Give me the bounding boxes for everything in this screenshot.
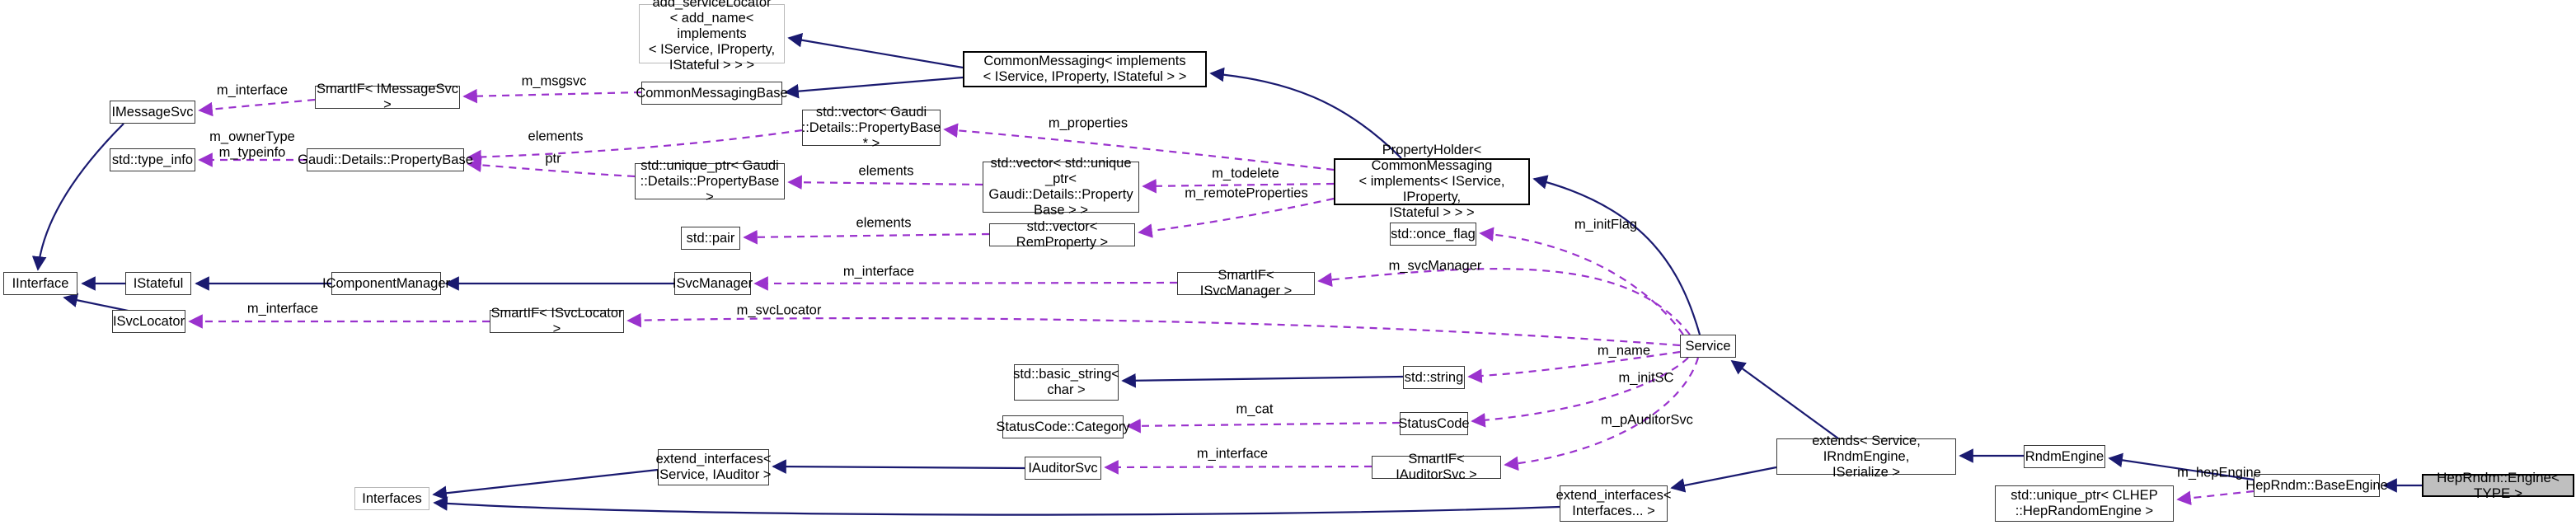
usage-edge-service-to-once_flag bbox=[1479, 227, 1684, 335]
usage-edge-property_holder-to-vec_remproperty bbox=[1138, 197, 1335, 238]
edge-label-m_msgsvc: m_msgsvc bbox=[521, 73, 587, 89]
usage-edge-service-to-smartif_iauditorsvc bbox=[1504, 357, 1700, 471]
node-smartif_isvclocator[interactable]: SmartIF< ISvcLocator > bbox=[490, 306, 624, 336]
edge-label-m_hepEngine: m_hepEngine bbox=[2177, 465, 2261, 480]
usage-edge-statuscode-to-statuscode_category bbox=[1126, 419, 1401, 434]
node-rndmengine[interactable]: RndmEngine bbox=[2024, 445, 2105, 468]
inheritance-edge-property_holder-to-common_messaging_impl bbox=[1209, 67, 1402, 159]
node-hep_baseengine[interactable]: HepRndm::BaseEngine bbox=[2245, 474, 2388, 497]
edge-label-m_pAuditorSvc: m_pAuditorSvc bbox=[1601, 412, 1693, 428]
node-smartif_imessagesvc[interactable]: SmartIF< IMessageSvc > bbox=[315, 82, 460, 112]
node-extend_interfaces_variadic[interactable]: extend_interfaces< Interfaces... > bbox=[1556, 485, 1671, 522]
node-hep_engine[interactable]: HepRndm::Engine< TYPE > bbox=[2422, 470, 2574, 501]
edge-label-m_name: m_name bbox=[1597, 343, 1651, 359]
node-std_string[interactable]: std::string bbox=[1403, 366, 1465, 389]
edge-label-m_todelete: m_todelete bbox=[1212, 166, 1279, 181]
edge-label-m_svcManager: m_svcManager bbox=[1388, 258, 1482, 274]
usage-edge-service-to-smartif_isvclocator bbox=[626, 312, 1681, 347]
edge-label-m_initSC: m_initSC bbox=[1618, 370, 1674, 386]
edge-label-m_initFlag: m_initFlag bbox=[1574, 217, 1638, 232]
node-imessagesvc[interactable]: IMessageSvc bbox=[110, 101, 195, 124]
node-vec_propertybase_ptr[interactable]: std::vector< Gaudi ::Details::PropertyBa… bbox=[801, 104, 941, 151]
inheritance-edge-std_string-to-basic_string bbox=[1121, 373, 1404, 388]
node-statuscode_category[interactable]: StatusCode::Category bbox=[996, 415, 1130, 438]
inheritance-edge-isvclocator-to-iinterface bbox=[63, 293, 133, 313]
node-type_info[interactable]: std::type_info bbox=[110, 148, 195, 171]
usage-edge-service-to-smartif_isvcmanager bbox=[1317, 268, 1691, 335]
usage-edge-smartif_isvcmanager-to-isvcmanager bbox=[753, 276, 1178, 291]
usage-edge-vec_remproperty-to-std_pair bbox=[743, 229, 990, 245]
edge-label-ptr: ptr bbox=[545, 151, 561, 166]
node-smartif_isvcmanager[interactable]: SmartIF< ISvcManager > bbox=[1177, 268, 1315, 298]
inheritance-edge-extend_interfaces_variadic-to-interfaces bbox=[433, 496, 1560, 516]
edge-label-m_interface: m_interface bbox=[842, 264, 915, 279]
node-once_flag[interactable]: std::once_flag bbox=[1390, 223, 1476, 246]
usage-edge-unique_ptr_propertybase-to-propertybase bbox=[467, 157, 636, 178]
usage-edge-common_messaging_base-to-smartif_imessagesvc bbox=[462, 88, 642, 104]
inheritance-edge-service-to-property_holder bbox=[1532, 175, 1701, 335]
node-iauditorsvc[interactable]: IAuditorSvc bbox=[1025, 457, 1101, 480]
usage-edge-service-to-std_string bbox=[1467, 350, 1681, 383]
node-vec_unique_ptr[interactable]: std::vector< std::unique _ptr< Gaudi::De… bbox=[983, 156, 1139, 218]
usage-edge-smartif_imessagesvc-to-imessagesvc bbox=[198, 98, 316, 117]
edge-label-m_properties: m_properties bbox=[1048, 115, 1128, 131]
node-extend_interfaces_iservice[interactable]: extend_interfaces< IService, IAuditor > bbox=[656, 449, 771, 485]
usage-edge-property_holder-to-vec_unique_ptr bbox=[1142, 178, 1335, 194]
edge-label-m_ownerType-m_typeinfo: m_ownerType m_typeinfo bbox=[209, 129, 295, 160]
inheritance-edge-common_messaging_impl-to-add_servicelocator bbox=[787, 32, 964, 69]
usage-edge-service-to-statuscode bbox=[1471, 357, 1689, 428]
inheritance-edge-iauditorsvc-to-extend_interfaces_iservice bbox=[772, 459, 1025, 474]
node-isvcmanager[interactable]: ISvcManager bbox=[673, 272, 753, 295]
usage-edge-vec_unique_ptr-to-unique_ptr_propertybase bbox=[787, 175, 983, 190]
edge-label-elements: elements bbox=[856, 215, 912, 231]
node-interfaces[interactable]: Interfaces bbox=[354, 487, 429, 510]
edge-label-m_svcLocator: m_svcLocator bbox=[736, 302, 822, 318]
node-unique_ptr_clhep[interactable]: std::unique_ptr< CLHEP ::HepRandomEngine… bbox=[1995, 485, 2174, 522]
node-iinterface[interactable]: IInterface bbox=[3, 272, 77, 295]
usage-edge-property_holder-to-vec_propertybase_ptr bbox=[943, 123, 1335, 171]
node-basic_string[interactable]: std::basic_string< char > bbox=[1013, 364, 1119, 401]
edge-label-m_interface: m_interface bbox=[216, 82, 289, 98]
node-service[interactable]: Service bbox=[1680, 335, 1736, 358]
usage-edge-hep_baseengine-to-unique_ptr_clhep bbox=[2176, 490, 2255, 506]
node-smartif_iauditorsvc[interactable]: SmartIF< IAuditorSvc > bbox=[1372, 452, 1501, 482]
node-add_servicelocator[interactable]: add_serviceLocator < add_name< implement… bbox=[639, 0, 785, 73]
node-vec_remproperty[interactable]: std::vector< RemProperty > bbox=[989, 219, 1135, 250]
inheritance-edge-common_messaging_impl-to-common_messaging_base bbox=[784, 76, 964, 99]
node-common_messaging_impl[interactable]: CommonMessaging< implements < IService, … bbox=[963, 51, 1207, 87]
usage-edge-smartif_iauditorsvc-to-iauditorsvc bbox=[1104, 460, 1372, 475]
edge-label-m_cat: m_cat bbox=[1236, 401, 1274, 417]
node-common_messaging_base[interactable]: CommonMessagingBase bbox=[636, 82, 788, 105]
node-unique_ptr_propertybase[interactable]: std::unique_ptr< Gaudi ::Details::Proper… bbox=[635, 158, 785, 204]
inheritance-edge-extends_service-to-service bbox=[1730, 359, 1839, 439]
edge-label-elements: elements bbox=[528, 129, 584, 144]
inheritance-edge-hep_baseengine-to-rndmengine bbox=[2108, 452, 2255, 481]
node-icomponentmanager[interactable]: IComponentManager bbox=[322, 272, 450, 295]
edge-label-m_remoteProperties: m_remoteProperties bbox=[1185, 185, 1308, 201]
node-statuscode[interactable]: StatusCode bbox=[1398, 412, 1470, 435]
inheritance-edge-extend_interfaces_iservice-to-interfaces bbox=[432, 468, 659, 501]
node-propertybase[interactable]: Gaudi::Details::PropertyBase bbox=[298, 148, 473, 171]
edge-label-m_interface: m_interface bbox=[246, 301, 319, 316]
inheritance-edge-extends_service-to-extend_interfaces_variadic bbox=[1670, 466, 1777, 493]
inheritance-edge-imessagesvc-to-iinterface bbox=[31, 123, 124, 271]
node-istateful[interactable]: IStateful bbox=[125, 272, 191, 295]
node-std_pair[interactable]: std::pair bbox=[681, 227, 740, 250]
usage-edge-vec_propertybase_ptr-to-propertybase bbox=[467, 129, 803, 165]
node-property_holder[interactable]: PropertyHolder< CommonMessaging < implem… bbox=[1334, 143, 1530, 220]
edge-label-elements: elements bbox=[858, 163, 914, 179]
edge-label-m_interface: m_interface bbox=[1196, 446, 1269, 462]
node-isvclocator[interactable]: ISvcLocator bbox=[112, 310, 185, 333]
node-extends_service[interactable]: extends< Service, IRndmEngine, ISerializ… bbox=[1776, 434, 1956, 480]
